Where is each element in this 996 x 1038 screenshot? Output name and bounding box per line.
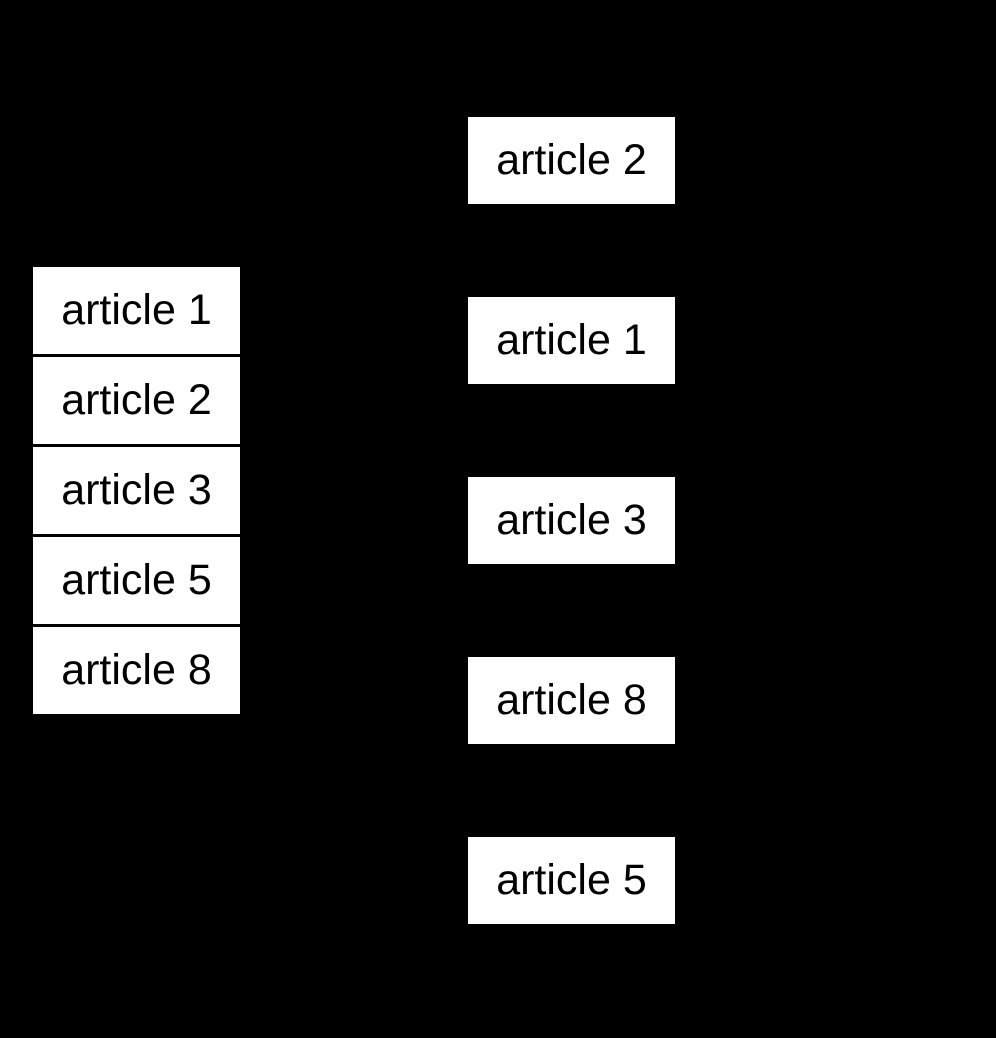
article-box: article 2 — [33, 357, 240, 444]
article-box: article 3 — [33, 447, 240, 534]
article-box: article 1 — [33, 267, 240, 354]
article-box: article 5 — [33, 537, 240, 624]
article-box: article 8 — [33, 627, 240, 714]
article-stack-left: article 1 article 2 article 3 article 5 … — [33, 267, 240, 714]
article-box: article 5 — [468, 837, 675, 924]
article-column-right: article 2 article 1 article 3 article 8 … — [468, 117, 675, 924]
article-box: article 1 — [468, 297, 675, 384]
article-box: article 8 — [468, 657, 675, 744]
article-box: article 3 — [468, 477, 675, 564]
article-box: article 2 — [468, 117, 675, 204]
